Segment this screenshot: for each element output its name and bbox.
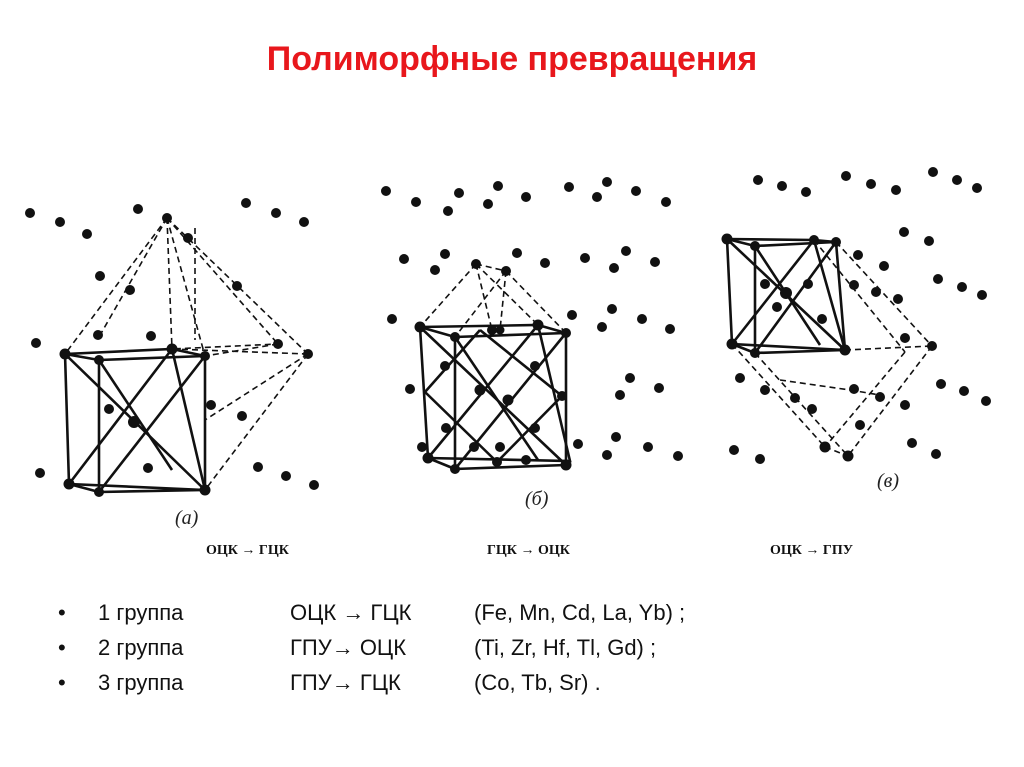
bullet: • — [58, 600, 66, 625]
page-title: Полиморфные превращения — [266, 40, 758, 78]
group-elements: (Ti, Zr, Hf, Tl, Gd) ; — [474, 635, 657, 660]
figure-a-atoms — [25, 198, 319, 497]
figure-c-transition: ОЦК → ГПУ — [770, 543, 854, 558]
figure-b-transition: ГЦК → ОЦК — [487, 543, 570, 558]
figure-b-cube — [418, 323, 572, 471]
group-elements: (Fe, Mn, Cd, La, Yb) ; — [474, 600, 686, 625]
figure-b-dashed-cell — [419, 263, 567, 338]
bullet: • — [58, 635, 66, 660]
group-transition: ГПУ→ ГЦК — [290, 670, 401, 695]
figure-b-fcc-to-bcc — [418, 263, 572, 471]
group-elements: (Co, Tb, Sr) . — [474, 670, 601, 695]
figure-a-bcc-to-fcc — [63, 217, 309, 494]
group-transition: ГПУ→ ОЦК — [290, 635, 407, 660]
group-name: 3 группа — [98, 670, 184, 695]
figure-b-atoms — [381, 177, 683, 474]
figure-c-atoms — [721, 167, 991, 464]
figure-c-bcc-to-hcp — [725, 237, 933, 457]
bullet: • — [58, 670, 66, 695]
group-name: 1 группа — [98, 600, 184, 625]
figure-b-caption: (б) — [525, 488, 549, 510]
figure-a-dashed-cell — [64, 217, 309, 491]
group-name: 2 группа — [98, 635, 184, 660]
figure-c-caption: (в) — [877, 470, 900, 492]
group-transition: ОЦК → ГЦК — [290, 600, 412, 625]
figure-a-caption: (а) — [175, 507, 199, 529]
figure-a-transition: ОЦК → ГЦК — [206, 543, 289, 558]
